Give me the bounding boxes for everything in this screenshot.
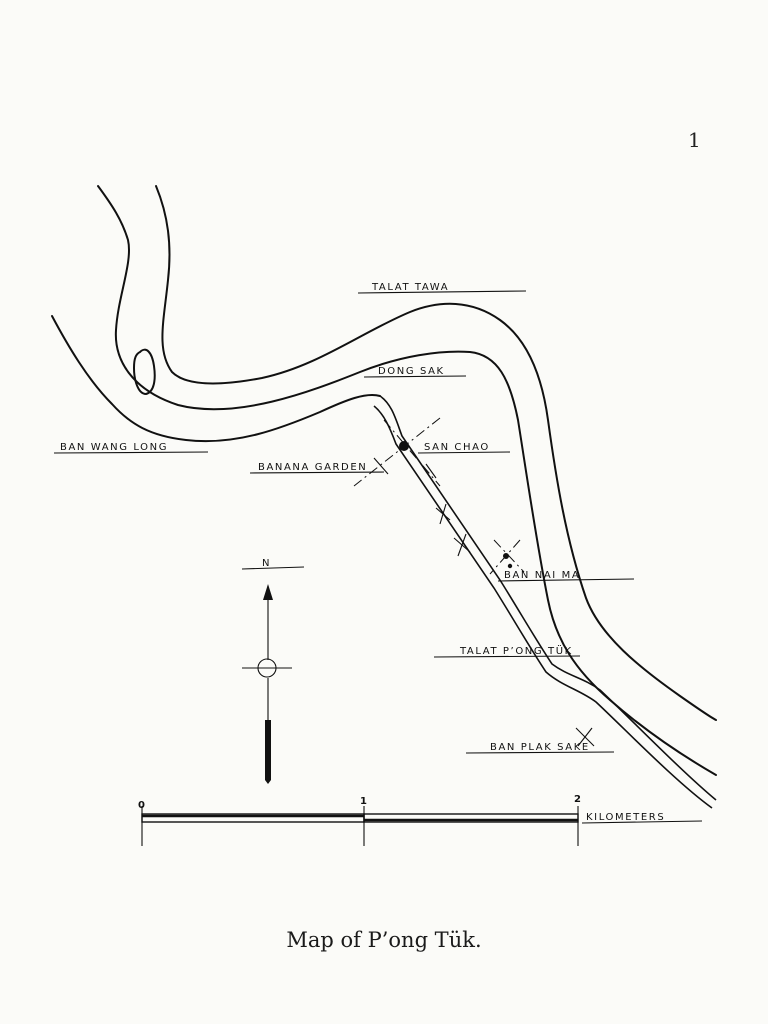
label-ban-wang-long: BAN WANG LONG xyxy=(53,442,209,454)
label-san-chao: SAN CHAO xyxy=(417,442,511,454)
ban-nai-ma-crossing xyxy=(489,539,525,575)
river-bank-inner-west xyxy=(155,185,717,721)
banana-garden-mark xyxy=(373,457,389,475)
road-cross-marks xyxy=(435,503,471,557)
embankment-line-b xyxy=(373,405,713,809)
north-label: N xyxy=(262,558,271,569)
svg-text:BAN NAI MA: BAN NAI MA xyxy=(504,570,580,581)
road-tick-1 xyxy=(425,463,437,479)
scale-bar: 0 1 2 KILOMETERS xyxy=(138,794,703,846)
label-banana-garden: BANANA GARDEN xyxy=(249,462,385,474)
embankment-line-a xyxy=(379,395,717,801)
svg-text:DONG SAK: DONG SAK xyxy=(378,366,445,377)
svg-text:BANANA GARDEN: BANANA GARDEN xyxy=(258,462,367,473)
map-caption: Map of P’ong Tük. xyxy=(286,928,482,952)
label-ban-nai-ma: BAN NAI MA xyxy=(497,570,635,582)
svg-text:TALAT TAWA: TALAT TAWA xyxy=(371,282,449,293)
label-ban-plak-sake: BAN PLAK SAKE xyxy=(465,742,615,754)
river-island xyxy=(132,348,156,396)
san-chao-site-marker xyxy=(399,441,409,451)
scale-unit: KILOMETERS xyxy=(586,812,665,823)
ban-plak-sake-marker xyxy=(575,727,595,747)
scale-tick-1: 1 xyxy=(360,796,367,807)
label-talat-pong-tuk: TALAT P’ONG TÜK xyxy=(433,644,581,658)
river-bank-south-west xyxy=(51,315,381,443)
svg-text:SAN CHAO: SAN CHAO xyxy=(424,442,490,453)
north-arrow: N xyxy=(241,558,305,784)
svg-text:TALAT P’ONG TÜK: TALAT P’ONG TÜK xyxy=(459,644,573,657)
scale-tick-2: 2 xyxy=(574,794,581,805)
svg-text:BAN WANG LONG: BAN WANG LONG xyxy=(60,442,168,453)
san-chao-axis-a xyxy=(383,419,441,487)
label-dong-sak: DONG SAK xyxy=(363,366,467,378)
san-chao-axis-b xyxy=(353,417,441,487)
svg-text:BAN PLAK SAKE: BAN PLAK SAKE xyxy=(490,742,590,753)
scale-tick-0: 0 xyxy=(138,800,145,811)
label-talat-tawa: TALAT TAWA xyxy=(357,282,527,294)
river-bank-outer-west xyxy=(97,185,717,776)
page-number: 1 xyxy=(688,128,701,152)
